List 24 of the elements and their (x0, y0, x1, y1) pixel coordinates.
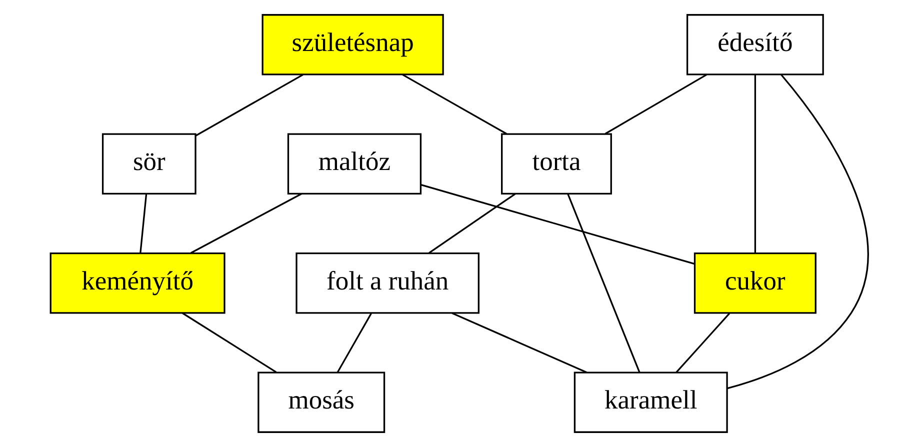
connector (190, 193, 302, 254)
connector (675, 312, 730, 373)
node-box: karamell (573, 372, 728, 433)
connector (182, 312, 276, 373)
node-box: mosás (257, 372, 385, 433)
connector (420, 184, 694, 265)
connector (566, 194, 640, 373)
connector (402, 74, 506, 134)
connector (726, 74, 868, 390)
connector (754, 74, 756, 253)
connector (194, 74, 303, 136)
connector (336, 313, 372, 373)
node-box: cukor (693, 252, 816, 314)
connector (604, 74, 706, 134)
node-box: édesítő (686, 14, 824, 76)
connector (139, 194, 147, 254)
node-box: keményítő (49, 252, 225, 314)
connector (451, 312, 587, 374)
node-box: sör (101, 133, 196, 195)
node-box: maltóz (286, 133, 422, 195)
node-box: torta (500, 133, 612, 195)
node-box: születésnap (261, 14, 444, 76)
connector (428, 193, 516, 254)
node-box: folt a ruhán (295, 252, 479, 314)
